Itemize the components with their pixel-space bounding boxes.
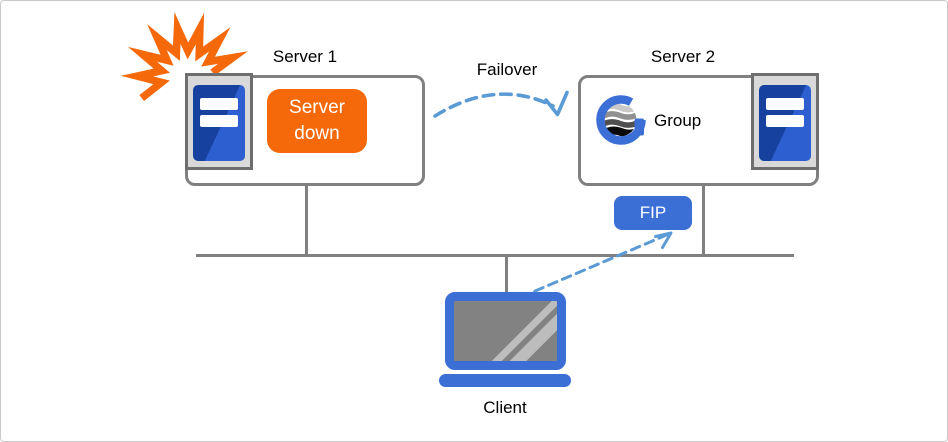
fip-badge-label: FIP <box>639 203 667 222</box>
laptop-icon <box>439 292 571 387</box>
server-down-badge: Server down <box>267 89 367 153</box>
client-request-arrowhead-icon <box>654 231 673 249</box>
client-label: Client <box>483 398 527 417</box>
server-tower-body <box>193 85 245 161</box>
failover-label: Failover <box>476 60 538 79</box>
group-label: Group <box>654 111 702 130</box>
server-tower-icon <box>751 73 819 170</box>
server-drive-bay <box>766 98 804 110</box>
failover-arrowhead-icon <box>544 90 569 117</box>
laptop-base <box>439 374 571 387</box>
fip-badge: FIP <box>614 196 692 230</box>
server-tower-body <box>759 85 811 161</box>
failover-arrow <box>433 90 569 118</box>
server-down-badge-label: Server down <box>289 97 345 144</box>
server-tower-icon <box>185 73 253 170</box>
failover-arrow-arc <box>433 92 555 118</box>
group-logo-stem <box>634 118 644 136</box>
server-drive-bay <box>200 98 238 110</box>
client-request-arrow <box>519 231 673 299</box>
server2-title: Server 2 <box>650 47 716 66</box>
server-drive-bay <box>200 115 238 127</box>
crash-burst-icon <box>120 11 248 102</box>
server-drive-bay <box>766 115 804 127</box>
server1-title: Server 1 <box>272 47 338 66</box>
network-line <box>196 184 794 297</box>
group-logo-icon <box>596 95 646 145</box>
client-request-arrow-line <box>519 232 672 299</box>
laptop-screen <box>444 292 566 370</box>
